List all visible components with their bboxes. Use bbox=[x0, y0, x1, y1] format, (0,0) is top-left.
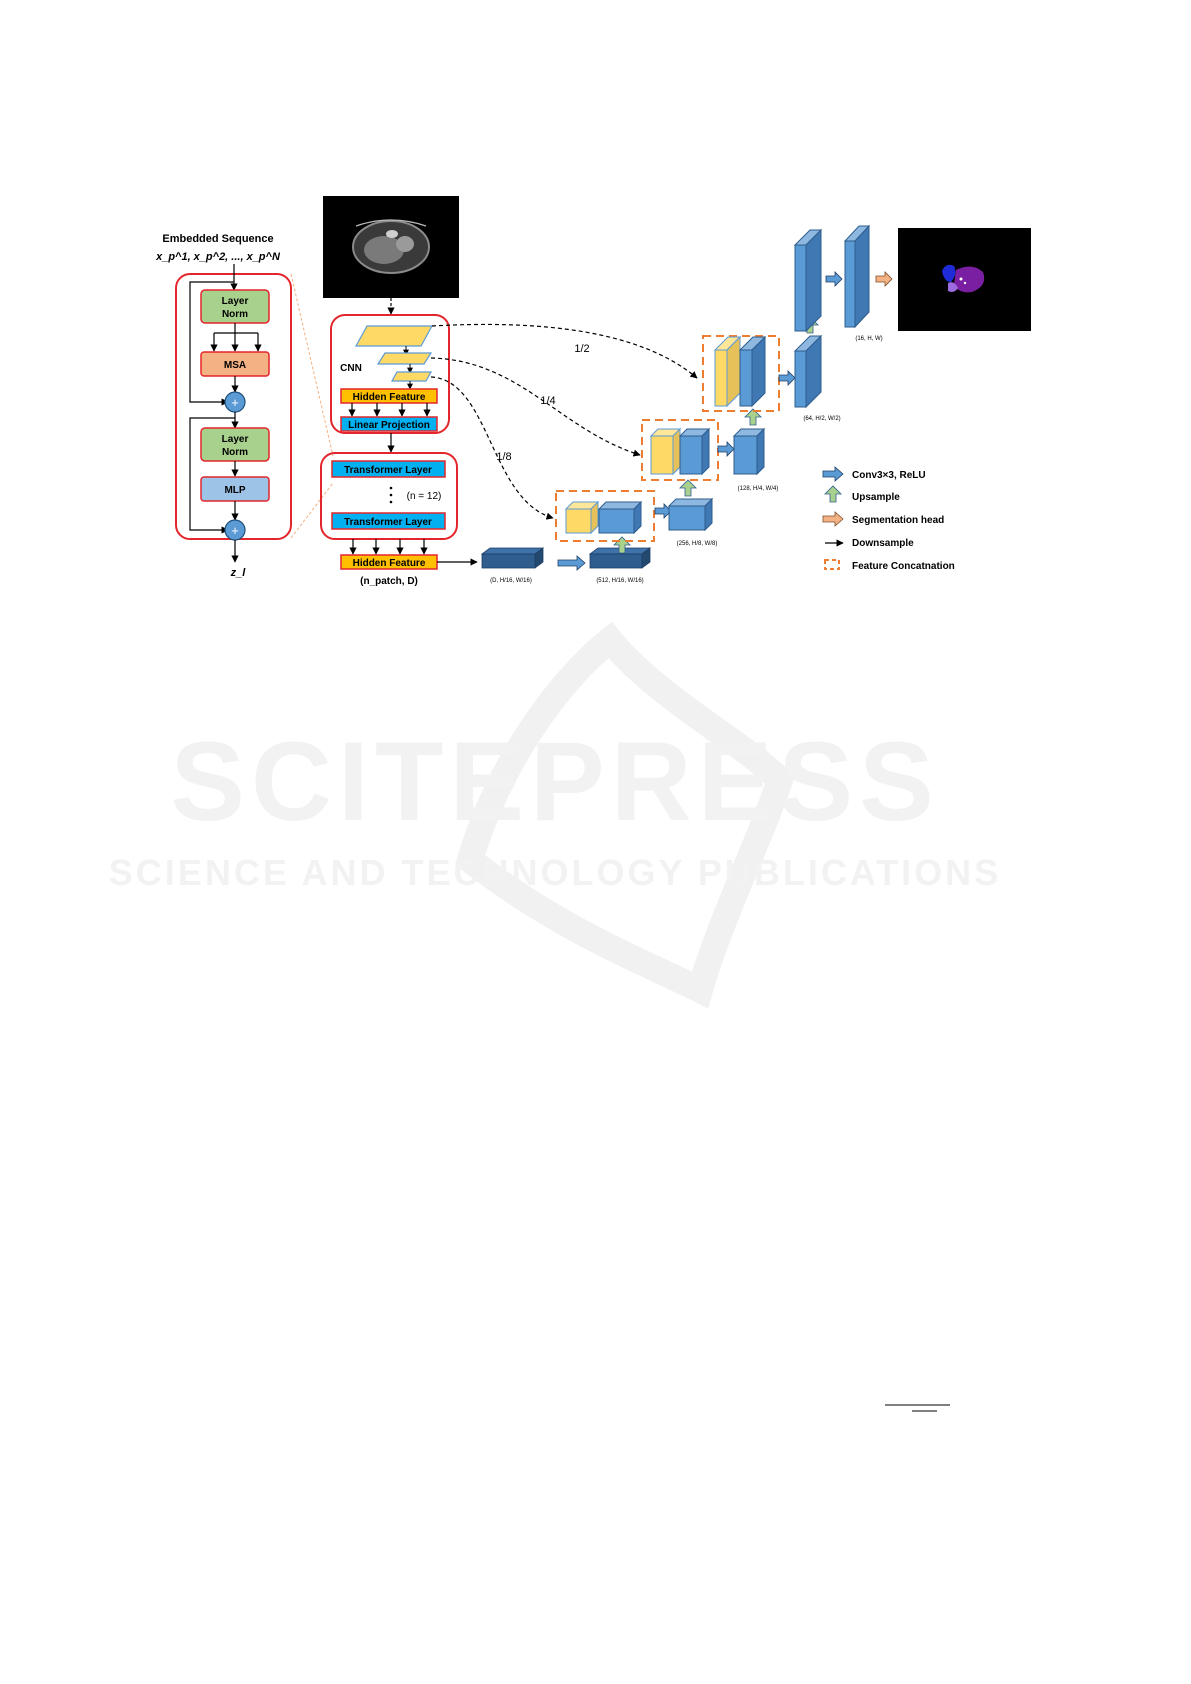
output-shape: (n_patch, D) bbox=[360, 576, 418, 587]
svg-text:Hidden Feature: Hidden Feature bbox=[353, 392, 426, 403]
shape-16: (16, H, W) bbox=[855, 336, 882, 342]
legend-conv-icon bbox=[822, 466, 844, 482]
output-z: z_l bbox=[230, 567, 247, 579]
svg-text:Norm: Norm bbox=[222, 309, 248, 320]
watermark-sub-text: SCIENCE AND TECHNOLOGY PUBLICATIONS bbox=[109, 852, 1001, 893]
legend-seghead: Segmentation head bbox=[852, 515, 944, 526]
transformer-outline bbox=[320, 452, 458, 540]
svg-text:Linear Projection: Linear Projection bbox=[348, 420, 430, 431]
transformer-stack: Transformer Layer (n = 12) Transformer L… bbox=[320, 452, 458, 540]
legend-conv: Conv3×3, ReLU bbox=[852, 470, 926, 481]
embedded-sequence-title: Embedded Sequence bbox=[162, 233, 273, 245]
svg-text:MLP: MLP bbox=[224, 485, 245, 496]
watermark-book-shape bbox=[454, 621, 795, 1009]
svg-text:Transformer Layer: Transformer Layer bbox=[344, 517, 432, 528]
shape-128: (128, H/4, W/4) bbox=[738, 486, 779, 492]
transformer-layer-detail: Embedded Sequence x_p^1, x_p^2, ..., x_p… bbox=[155, 233, 292, 579]
skip-connections: 1/2 1/4 1/8 bbox=[430, 323, 698, 520]
skip-label-quarter: 1/4 bbox=[540, 395, 555, 407]
legend-seghead-icon bbox=[822, 511, 844, 527]
legend-upsample: Upsample bbox=[852, 492, 900, 503]
embedded-sequence-tokens: x_p^1, x_p^2, ..., x_p^N bbox=[155, 251, 281, 263]
svg-text:Norm: Norm bbox=[222, 447, 248, 458]
watermark-main-text: SCITEPRESS bbox=[170, 719, 940, 844]
watermark: SCITEPRESS SCIENCE AND TECHNOLOGY PUBLIC… bbox=[109, 621, 1001, 1009]
shape-d: (D, H/16, W/16) bbox=[490, 578, 532, 584]
skip-label-eighth: 1/8 bbox=[496, 451, 511, 463]
svg-text:+: + bbox=[231, 523, 239, 538]
segmentation-output-image bbox=[898, 228, 1031, 331]
skip-label-half: 1/2 bbox=[574, 343, 589, 355]
decoder: (256, H/8, W/8) (128, H/4, W/4) (64, H/2… bbox=[555, 224, 893, 547]
concat-box-1 bbox=[555, 490, 655, 542]
hidden-feature-cnn bbox=[340, 388, 438, 404]
transformer-layer-bottom bbox=[331, 512, 446, 530]
legend-upsample-icon bbox=[824, 485, 842, 503]
svg-text:Layer: Layer bbox=[222, 296, 249, 307]
legend-concat-icon bbox=[824, 559, 840, 570]
shape-512: (512, H/16, W/16) bbox=[596, 578, 643, 584]
repeat-count: (n = 12) bbox=[407, 491, 442, 502]
bottleneck-blocks: (D, H/16, W/16) (512, H/16, W/16) bbox=[480, 547, 652, 584]
cnn-encoder: CNN Hidden Feature Linear Projection bbox=[330, 314, 450, 434]
svg-text:MSA: MSA bbox=[224, 360, 246, 371]
legend: Conv3×3, ReLU Upsample Segmentation head… bbox=[822, 466, 955, 572]
linear-projection bbox=[340, 416, 438, 432]
transformer-layer-top bbox=[331, 460, 446, 478]
svg-text:Layer: Layer bbox=[222, 434, 249, 445]
concat-box-3 bbox=[702, 335, 780, 412]
svg-text:Transformer Layer: Transformer Layer bbox=[344, 465, 432, 476]
shape-64: (64, H/2, W/2) bbox=[803, 416, 840, 422]
legend-downsample: Downsample bbox=[852, 538, 914, 549]
cnn-outline bbox=[330, 314, 450, 434]
legend-concat: Feature Concatnation bbox=[852, 561, 955, 572]
svg-text:Hidden Feature: Hidden Feature bbox=[353, 558, 426, 569]
shape-256: (256, H/8, W/8) bbox=[677, 541, 718, 547]
svg-text:+: + bbox=[231, 395, 239, 410]
input-ct-image bbox=[323, 196, 459, 298]
cnn-label: CNN bbox=[340, 363, 362, 374]
